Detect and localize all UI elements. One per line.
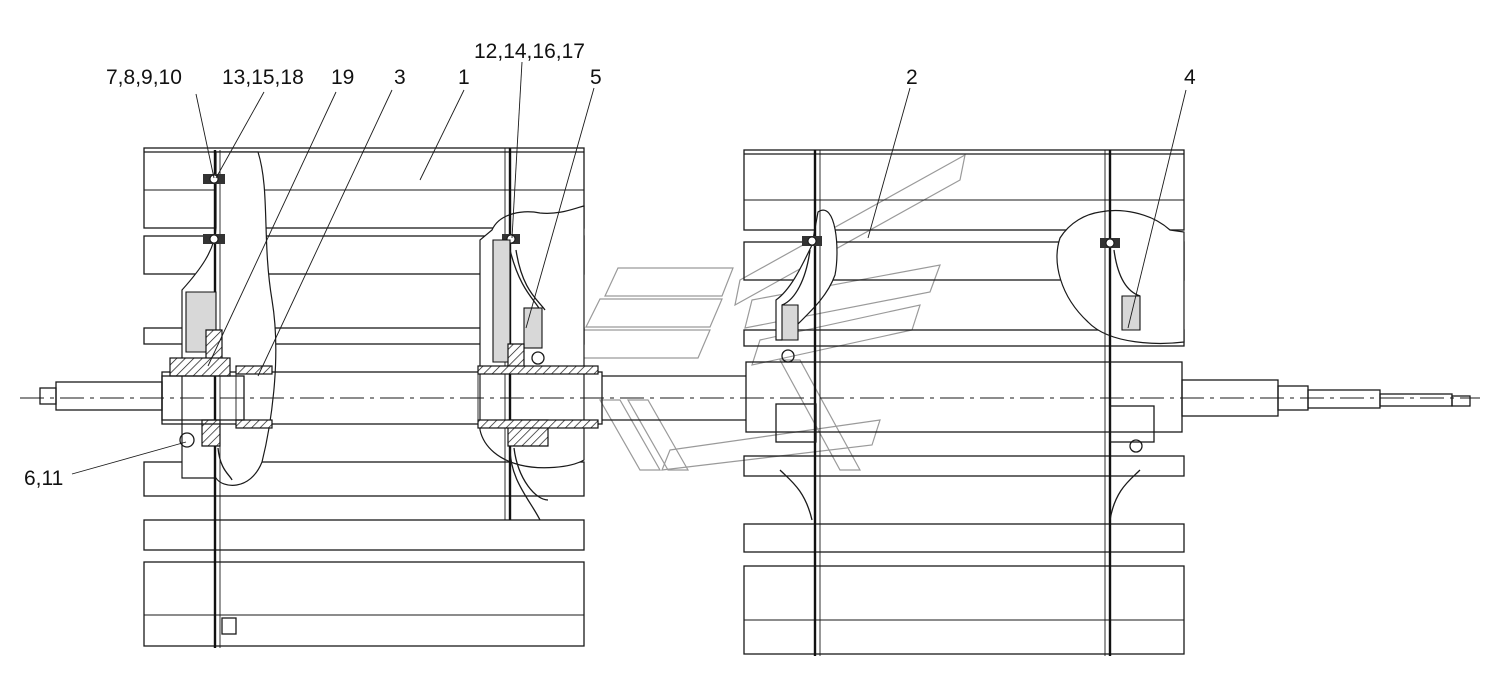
label-4: 4 [1184,66,1196,89]
label-7-8-9-10: 7,8,9,10 [106,66,182,89]
right-drum-unit [743,149,1471,656]
label-12-14-16-17: 12,14,16,17 [474,40,585,63]
label-13-15-18: 13,15,18 [222,66,304,89]
label-5: 5 [590,66,602,89]
left-cutaway [181,151,277,486]
bolt-icon [203,234,225,244]
leader-lines [71,61,1187,475]
bolt-icon [802,236,822,246]
label-19: 19 [331,66,354,89]
main-shaft [20,375,1480,421]
label-3: 3 [394,66,406,89]
callout-labels: 7,8,9,10 13,15,18 19 3 1 12,14,16,17 5 2… [24,40,1196,490]
label-1: 1 [458,66,470,89]
watermark-logo [567,153,966,471]
bolt-icon [1100,238,1120,248]
label-2: 2 [906,66,918,89]
bolt-icon [203,174,225,184]
label-6-11: 6,11 [24,467,63,490]
